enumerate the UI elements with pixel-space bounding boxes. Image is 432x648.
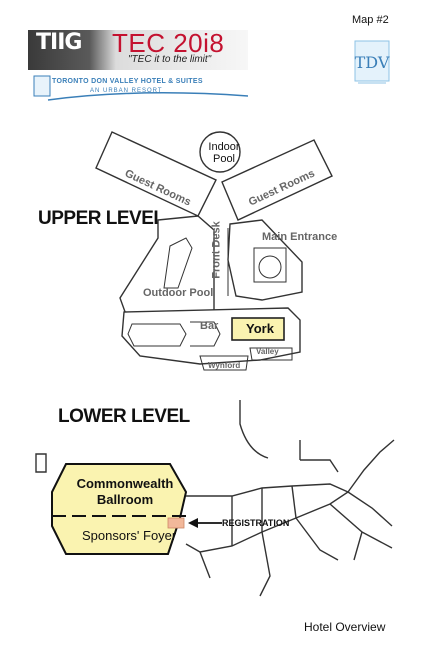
corridor-east (347, 439, 395, 527)
bar-room (127, 323, 187, 347)
registration-label: REGISTRATION (222, 518, 290, 528)
foyer-label: Sponsors' Foyer (82, 528, 177, 543)
valley-room (249, 347, 293, 361)
upper-level-map (95, 131, 333, 371)
arrow-head-icon (188, 518, 198, 528)
revolving-door-icon (258, 255, 282, 279)
upper-level-heading: UPPER LEVEL (38, 208, 165, 229)
outdoor-pool-label: Outdoor Pool (143, 287, 214, 299)
wynford-room (199, 355, 249, 371)
corridor-cross-c (291, 485, 297, 519)
map-number: Map #2 (352, 14, 389, 26)
lower-level-heading: LOWER LEVEL (58, 406, 190, 427)
hotel-emblem-text: TDV (355, 53, 390, 72)
corridor-southeast (329, 503, 393, 561)
bar-label: Bar (200, 320, 219, 332)
indoor-pool-label: Indoor Pool (208, 141, 240, 165)
hotel-subtitle: AN URBAN RESORT (90, 88, 163, 94)
conference-banner (28, 30, 248, 70)
lower-level-map (35, 400, 395, 597)
front-desk-corridor (213, 228, 229, 310)
ballroom-area (51, 463, 188, 555)
corridor-northeast (299, 440, 339, 473)
valley-label: Valley (256, 347, 279, 356)
map-caption: Hotel Overview (304, 620, 386, 634)
conference-logo: TIIG (36, 30, 82, 55)
ballroom-label: Commonwealth Ballroom (76, 476, 174, 507)
indoor-pool-area (199, 131, 241, 173)
main-entrance-block (227, 219, 303, 301)
hotel-emblem-icon: TDV (354, 40, 390, 84)
outdoor-pool-shape (163, 237, 193, 289)
main-entrance-label: Main Entrance (262, 231, 338, 243)
guest-rooms-left-wing (95, 131, 217, 217)
york-room-highlight (231, 317, 285, 341)
small-room-west (35, 453, 47, 473)
registration-marker (167, 517, 185, 529)
hotel-banner (28, 74, 248, 110)
main-entrance-vestibule (253, 247, 287, 283)
guest-rooms-right-wing (221, 139, 333, 221)
corridor-main (185, 483, 350, 553)
wynford-label: Wynford (208, 361, 241, 370)
hotel-name: TORONTO DON VALLEY HOTEL & SUITES (52, 78, 203, 85)
front-desk-label: Front Desk (210, 221, 223, 279)
corridor-north (239, 400, 269, 459)
conference-tagline: "TEC it to the limit" (128, 54, 212, 65)
york-label: York (246, 321, 274, 336)
bar-lounge (190, 321, 221, 347)
corridor-south (199, 517, 339, 597)
conference-title: TEC 20i8 (112, 28, 225, 58)
